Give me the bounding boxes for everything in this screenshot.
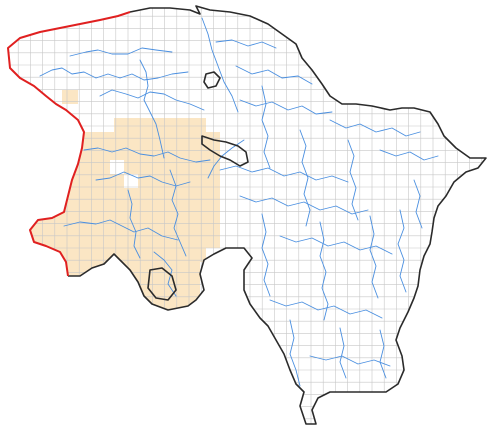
river-segment	[219, 165, 349, 183]
river-segment	[261, 213, 271, 297]
coastline-border	[7, 11, 131, 277]
river-segment	[215, 39, 277, 49]
river-segment	[339, 327, 347, 379]
enclave-outline-bremerhaven	[203, 71, 221, 89]
river-segment	[127, 189, 141, 259]
river-segment	[239, 195, 369, 215]
river-segment	[413, 179, 423, 229]
river-segment	[289, 319, 301, 387]
river-segment	[379, 329, 387, 379]
highlight-region	[26, 90, 220, 326]
river-segment	[299, 129, 311, 227]
river-segment	[153, 251, 177, 297]
river-segment	[261, 85, 271, 169]
river-segment	[397, 209, 407, 293]
river-segment	[99, 89, 205, 111]
highlight-gap	[110, 160, 124, 174]
river-segment	[83, 147, 211, 163]
state-outline-south-lobe	[147, 267, 177, 301]
river-segment	[95, 171, 191, 187]
coastline	[7, 11, 131, 277]
river-segment	[329, 119, 421, 137]
river-segment	[309, 355, 391, 367]
enclave-outline-bremen	[201, 135, 249, 167]
river-segment	[239, 99, 333, 115]
river-segment	[201, 17, 239, 113]
highlight-area	[62, 90, 78, 104]
river-segment	[269, 299, 383, 319]
highlight-gap	[124, 174, 138, 188]
river-segment	[69, 47, 173, 57]
river-segment	[39, 67, 189, 81]
river-segment	[319, 221, 329, 321]
river-segment	[347, 139, 359, 221]
river-segment	[139, 59, 165, 159]
state-outline	[68, 5, 487, 425]
river-segment	[279, 235, 393, 255]
state-border	[68, 5, 487, 425]
river-network	[39, 17, 439, 387]
river-segment	[235, 65, 313, 85]
river-segment	[369, 215, 379, 299]
river-segment	[63, 219, 179, 241]
river-segment	[169, 169, 187, 257]
river-segment	[379, 149, 439, 161]
